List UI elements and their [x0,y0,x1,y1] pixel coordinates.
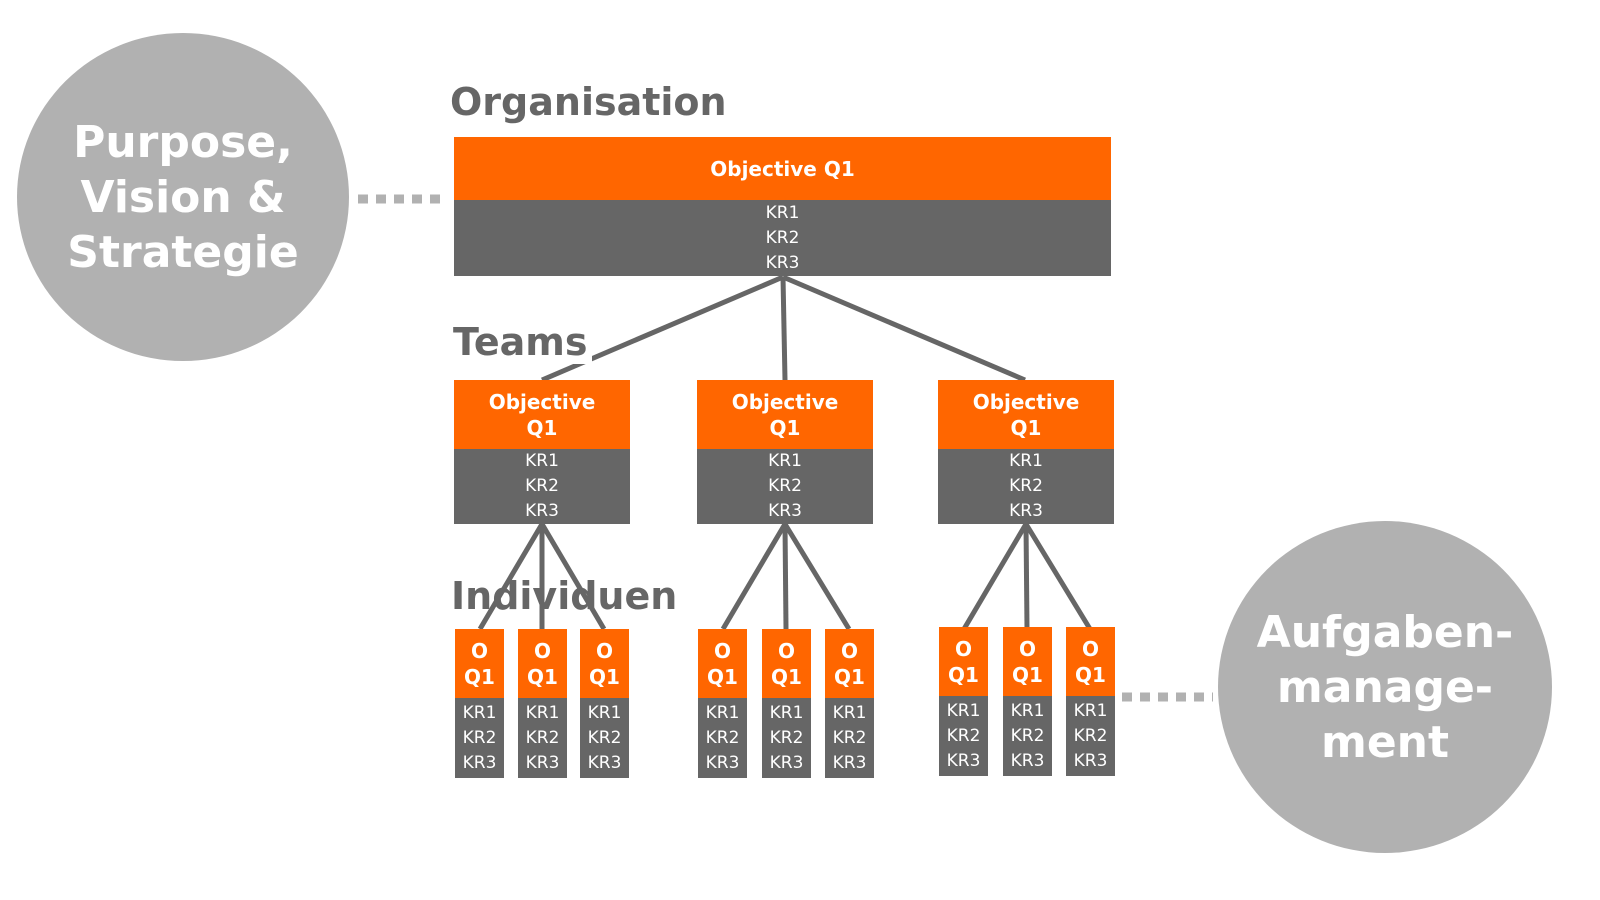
individual-okr-card: O Q1 KR1 KR2 KR3 [762,629,811,778]
level-label-organisation: Organisation [450,80,727,124]
individual-okr-card: O Q1 KR1 KR2 KR3 [939,627,988,777]
key-result: KR1 [587,702,622,723]
key-result: KR2 [462,727,497,748]
key-result: KR2 [1010,725,1045,746]
individual-okr-card: O Q1 KR1 KR2 KR3 [1066,627,1115,777]
key-results-list: KR1 KR2 KR3 [454,200,1111,276]
key-result: KR3 [769,752,804,773]
key-result: KR3 [462,752,497,773]
connector-line [477,522,545,631]
objective-label: O Q1 [455,629,504,698]
connector-line [1023,523,1030,630]
objective-label: Objective Q1 [697,380,873,449]
objective-label: Objective Q1 [938,380,1114,449]
connector-line [720,522,788,631]
individual-okr-card: O Q1 KR1 KR2 KR3 [518,629,567,778]
key-result: KR2 [1073,725,1108,746]
objective-label: O Q1 [580,629,629,698]
key-result: KR1 [768,451,802,471]
individual-okr-card: O Q1 KR1 KR2 KR3 [455,629,504,778]
connector-line [780,276,788,381]
connector-line [782,523,789,630]
key-results-list: KR1 KR2 KR3 [939,696,988,776]
key-result: KR1 [765,202,800,223]
connector-line [1023,522,1093,631]
key-result: KR1 [1010,700,1045,721]
key-result: KR2 [1009,476,1043,496]
team-okr-card: Objective Q1 KR1 KR2 KR3 [938,380,1114,524]
objective-label: O Q1 [518,629,567,698]
objective-label: O Q1 [1066,627,1115,696]
task-management-circle: Aufgaben- manage- ment [1218,521,1552,853]
key-result: KR1 [705,702,740,723]
key-result: KR2 [587,727,622,748]
key-results-list: KR1 KR2 KR3 [1066,696,1115,776]
connector-line [782,274,1026,383]
key-results-list: KR1 KR2 KR3 [697,449,873,524]
key-results-list: KR1 KR2 KR3 [1003,696,1052,776]
key-result: KR3 [525,752,560,773]
key-result: KR2 [525,476,559,496]
key-results-list: KR1 KR2 KR3 [518,698,567,778]
level-label-teams: Teams [453,320,592,364]
purpose-vision-strategy-circle: Purpose, Vision & Strategie [17,33,349,361]
objective-label: O Q1 [698,629,747,698]
objective-label: Objective Q1 [454,380,630,449]
key-result: KR1 [769,702,804,723]
connector-line [539,522,607,631]
key-result: KR2 [768,476,802,496]
key-result: KR3 [946,750,981,771]
individual-okr-card: O Q1 KR1 KR2 KR3 [1003,627,1052,777]
key-result: KR1 [832,702,867,723]
key-result: KR3 [768,501,802,521]
key-results-list: KR1 KR2 KR3 [454,449,630,524]
key-result: KR2 [705,727,740,748]
key-result: KR3 [765,252,800,273]
key-result: KR1 [525,702,560,723]
key-results-list: KR1 KR2 KR3 [698,698,747,778]
objective-label: O Q1 [1003,627,1052,696]
circle-left-label: Purpose, Vision & Strategie [67,116,299,278]
key-result: KR2 [769,727,804,748]
key-result: KR3 [1009,501,1043,521]
key-result: KR1 [462,702,497,723]
key-results-list: KR1 KR2 KR3 [455,698,504,778]
key-result: KR3 [832,752,867,773]
key-result: KR1 [525,451,559,471]
connector-line [782,522,852,631]
key-result: KR3 [525,501,559,521]
key-result: KR2 [832,727,867,748]
key-result: KR2 [946,725,981,746]
key-result: KR3 [1010,750,1045,771]
individual-okr-card: O Q1 KR1 KR2 KR3 [698,629,747,778]
objective-label: Objective Q1 [454,137,1111,200]
objective-label: O Q1 [825,629,874,698]
organisation-okr-card: Objective Q1 KR1 KR2 KR3 [454,137,1111,276]
circle-right-label: Aufgaben- manage- ment [1256,606,1514,768]
key-result: KR2 [765,227,800,248]
key-result: KR1 [1073,700,1108,721]
individual-okr-card: O Q1 KR1 KR2 KR3 [580,629,629,778]
key-result: KR1 [1009,451,1043,471]
team-okr-card: Objective Q1 KR1 KR2 KR3 [697,380,873,524]
key-results-list: KR1 KR2 KR3 [580,698,629,778]
individual-okr-card: O Q1 KR1 KR2 KR3 [825,629,874,778]
objective-label: O Q1 [762,629,811,698]
key-result: KR3 [1073,750,1108,771]
level-label-individuals: Individuen [451,574,678,618]
key-results-list: KR1 KR2 KR3 [762,698,811,778]
team-okr-card: Objective Q1 KR1 KR2 KR3 [454,380,630,524]
key-result: KR3 [587,752,622,773]
key-result: KR1 [946,700,981,721]
key-results-list: KR1 KR2 KR3 [825,698,874,778]
key-result: KR2 [525,727,560,748]
key-results-list: KR1 KR2 KR3 [938,449,1114,524]
objective-label: O Q1 [939,627,988,696]
key-result: KR3 [705,752,740,773]
connector-line [961,522,1029,631]
